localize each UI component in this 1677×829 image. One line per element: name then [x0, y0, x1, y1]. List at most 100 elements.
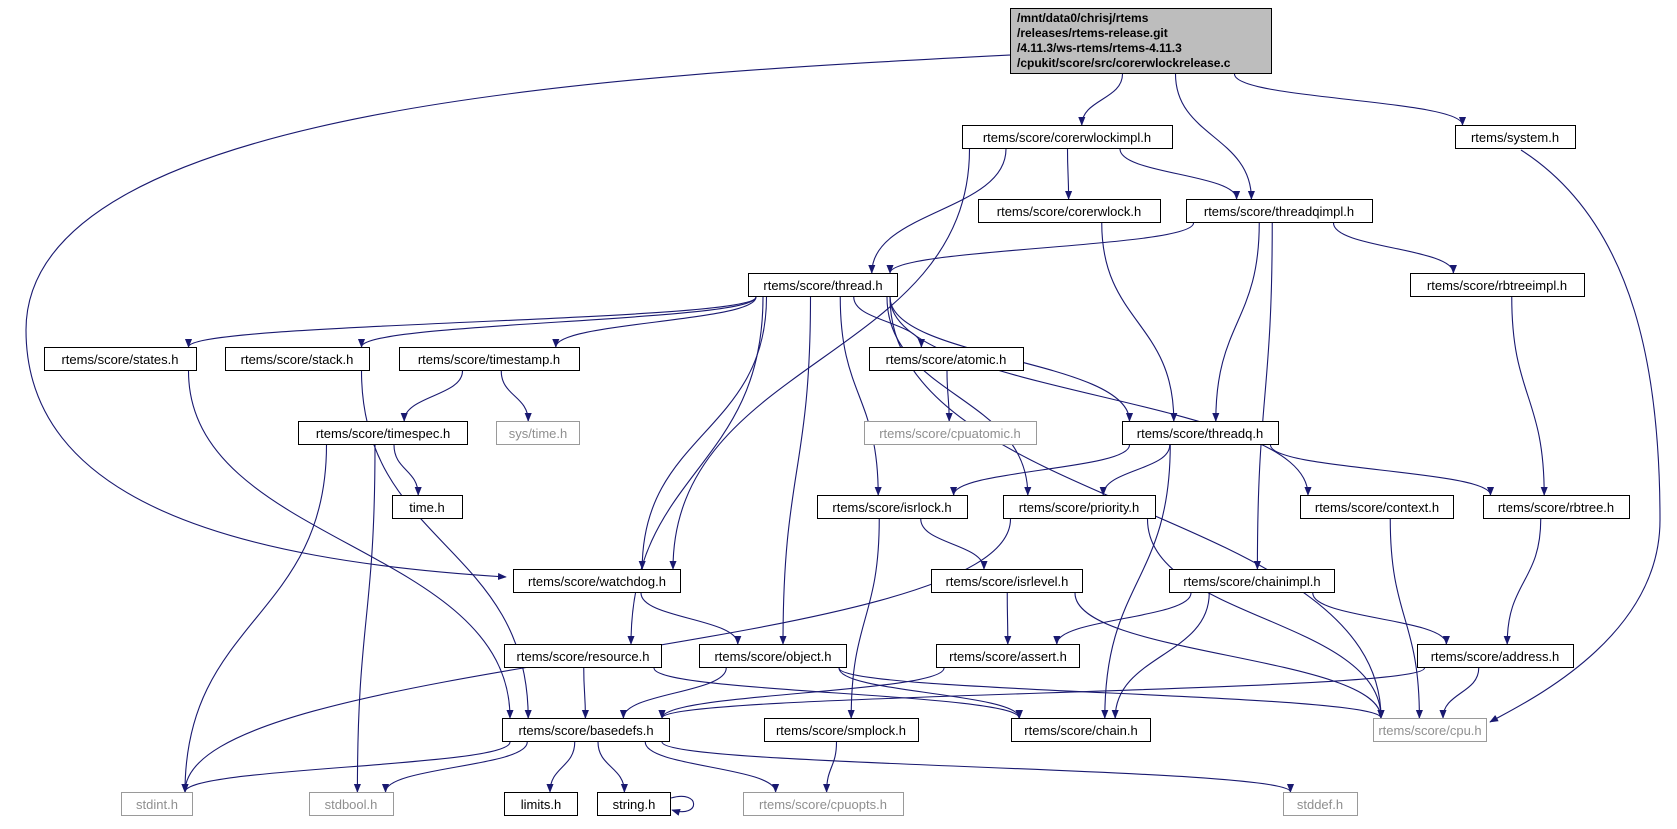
node-string[interactable]: string.h — [597, 792, 671, 816]
edge-thread-watchdog — [638, 296, 768, 570]
node-timespec[interactable]: rtems/score/timespec.h — [298, 421, 468, 445]
edge-thread-states — [185, 296, 757, 348]
edge-timespec-stdbool — [353, 444, 376, 793]
edge-smplock-cpuopts — [823, 741, 838, 793]
edge-resource-basedefs — [581, 667, 589, 719]
node-assert[interactable]: rtems/score/assert.h — [936, 644, 1080, 668]
edge-basedefs-stddef — [661, 741, 1294, 793]
edge-isrlock-isrlevel — [920, 518, 988, 570]
node-systime: sys/time.h — [496, 421, 580, 445]
node-root: /mnt/data0/chrisj/rtems/releases/rtems-r… — [1010, 8, 1272, 74]
edge-rbtree-address — [1503, 518, 1542, 645]
node-thread[interactable]: rtems/score/thread.h — [748, 273, 898, 297]
node-states[interactable]: rtems/score/states.h — [43, 347, 197, 371]
root-path-line: /mnt/data0/chrisj/rtems — [1017, 11, 1149, 25]
edge-object-cpu — [838, 667, 1385, 719]
edge-string-string — [670, 795, 695, 816]
node-rbtree[interactable]: rtems/score/rbtree.h — [1482, 495, 1630, 519]
edge-threadqimpl-thread — [886, 222, 1195, 274]
node-corerwlockimpl[interactable]: rtems/score/corerwlockimpl.h — [961, 125, 1173, 149]
edge-chainimpl-chain — [1111, 592, 1210, 719]
node-object[interactable]: rtems/score/object.h — [699, 644, 847, 668]
node-timestamp[interactable]: rtems/score/timestamp.h — [398, 347, 580, 371]
edge-priority-cpu — [1146, 518, 1385, 719]
root-path-line: /cpukit/score/src/corerwlockrelease.c — [1017, 56, 1231, 70]
node-cpuatomic: rtems/score/cpuatomic.h — [863, 421, 1037, 445]
edge-chainimpl-assert — [1053, 592, 1192, 645]
node-context[interactable]: rtems/score/context.h — [1300, 495, 1454, 519]
edge-basedefs-stdbool — [381, 741, 528, 793]
edge-threadq-priority — [1099, 444, 1171, 496]
edge-threadq-rbtree — [1269, 444, 1494, 496]
edge-timespec-timeh — [393, 444, 422, 496]
edge-root-threadqimpl — [1174, 73, 1255, 200]
node-stdint: stdint.h — [121, 792, 193, 816]
edge-timestamp-timespec — [400, 370, 464, 422]
edge-isrlock-smplock — [847, 518, 880, 719]
node-watchdog[interactable]: rtems/score/watchdog.h — [513, 569, 681, 593]
node-isrlevel[interactable]: rtems/score/isrlevel.h — [931, 569, 1083, 593]
edge-root-system — [1233, 73, 1466, 126]
edge-basedefs-cpuopts — [644, 741, 780, 793]
node-priority[interactable]: rtems/score/priority.h — [1002, 495, 1156, 519]
node-chainimpl[interactable]: rtems/score/chainimpl.h — [1169, 569, 1335, 593]
root-path-line: /4.11.3/ws-rtems/rtems-4.11.3 — [1017, 41, 1182, 55]
edge-chainimpl-address — [1312, 592, 1450, 645]
edge-thread-atomic — [853, 296, 925, 348]
edge-isrlevel-assert — [1004, 592, 1012, 645]
edge-threadqimpl-rbtreeimpl — [1332, 222, 1457, 274]
node-corerwlock[interactable]: rtems/score/corerwlock.h — [977, 199, 1161, 223]
edge-address-basedefs — [658, 667, 1426, 719]
edge-root-corerwlockimpl — [1078, 73, 1124, 126]
edge-corerwlock-threadq — [1101, 222, 1178, 422]
node-system[interactable]: rtems/system.h — [1454, 125, 1576, 149]
root-path-line: /releases/rtems-release.git — [1017, 26, 1168, 40]
edge-threadq-chain — [1101, 444, 1171, 719]
edge-thread-stack — [358, 296, 757, 348]
edge-object-chain — [838, 667, 1023, 719]
edge-timespec-stdint — [181, 444, 328, 793]
edge-basedefs-stdint — [181, 741, 511, 793]
node-threadqimpl[interactable]: rtems/score/threadqimpl.h — [1185, 199, 1373, 223]
edge-isrlevel-cpu — [1074, 592, 1385, 719]
node-basedefs[interactable]: rtems/score/basedefs.h — [502, 718, 670, 742]
edge-threadqimpl-threadq — [1212, 222, 1260, 422]
node-resource[interactable]: rtems/score/resource.h — [504, 644, 662, 668]
node-rbtreeimpl[interactable]: rtems/score/rbtreeimpl.h — [1409, 273, 1585, 297]
edge-thread-context — [889, 296, 1312, 496]
node-limits[interactable]: limits.h — [504, 792, 578, 816]
edge-address-cpu — [1439, 667, 1480, 719]
node-smplock[interactable]: rtems/score/smplock.h — [763, 718, 919, 742]
edge-states-basedefs — [187, 370, 514, 719]
edge-thread-priority — [886, 296, 1032, 496]
edge-atomic-cpuatomic — [945, 370, 953, 422]
edge-corerwlockimpl-corerwlock — [1065, 148, 1073, 200]
node-timeh[interactable]: time.h — [391, 495, 463, 519]
edge-thread-isrlock — [839, 296, 882, 496]
edge-watchdog-object — [640, 592, 742, 645]
edge-root-watchdog — [25, 54, 1012, 581]
edge-system-cpu — [1489, 149, 1661, 723]
edge-threadq-isrlock — [950, 444, 1131, 496]
node-stdbool: stdbool.h — [308, 792, 394, 816]
edge-context-cpu — [1389, 518, 1423, 719]
node-threadq[interactable]: rtems/score/threadq.h — [1121, 421, 1279, 445]
node-stddef: stddef.h — [1282, 792, 1358, 816]
node-chain[interactable]: rtems/score/chain.h — [1011, 718, 1151, 742]
edge-threadqimpl-chainimpl — [1253, 222, 1273, 570]
node-cpuopts: rtems/score/cpuopts.h — [742, 792, 904, 816]
edge-rbtreeimpl-rbtree — [1511, 296, 1548, 496]
node-atomic[interactable]: rtems/score/atomic.h — [868, 347, 1024, 371]
edge-corerwlockimpl-watchdog — [669, 148, 971, 570]
edge-thread-object — [779, 296, 812, 645]
edge-timestamp-systime — [500, 370, 532, 422]
edge-object-basedefs — [619, 667, 727, 719]
node-cpu: rtems/score/cpu.h — [1373, 718, 1487, 742]
edge-basedefs-string — [597, 741, 628, 793]
edge-thread-timestamp — [552, 296, 757, 348]
node-stack[interactable]: rtems/score/stack.h — [224, 347, 370, 371]
node-address[interactable]: rtems/score/address.h — [1416, 644, 1574, 668]
node-isrlock[interactable]: rtems/score/isrlock.h — [816, 495, 968, 519]
